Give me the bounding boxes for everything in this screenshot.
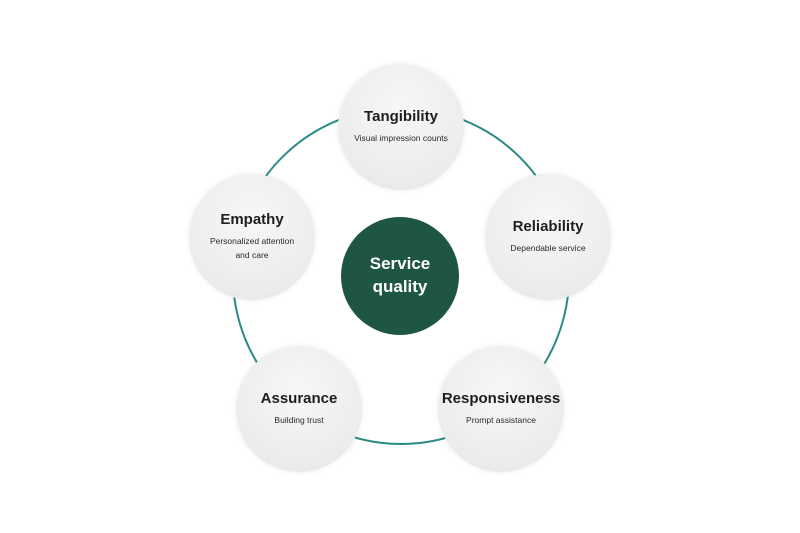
node-subtitle: Visual impression counts: [354, 133, 448, 144]
node-subtitle: Dependable service: [510, 243, 586, 254]
node-title: Tangibility: [364, 108, 438, 126]
node-title: Reliability: [512, 218, 584, 236]
node-title: Assurance: [260, 390, 338, 408]
node-subtitle: Personalized attention and care: [209, 236, 295, 260]
node-reliability: Reliability Dependable service: [485, 174, 611, 300]
node-title: Responsiveness: [441, 390, 561, 408]
center-node: Service quality: [341, 217, 459, 335]
node-subtitle: Building trust: [274, 415, 324, 426]
node-title: Empathy: [220, 211, 284, 229]
node-subtitle: Prompt assistance: [466, 415, 536, 426]
node-empathy: Empathy Personalized attention and care: [189, 174, 315, 300]
center-title: Service quality: [369, 254, 431, 296]
node-tangibility: Tangibility Visual impression counts: [338, 64, 464, 190]
node-assurance: Assurance Building trust: [236, 346, 362, 472]
node-responsiveness: Responsiveness Prompt assistance: [438, 346, 564, 472]
